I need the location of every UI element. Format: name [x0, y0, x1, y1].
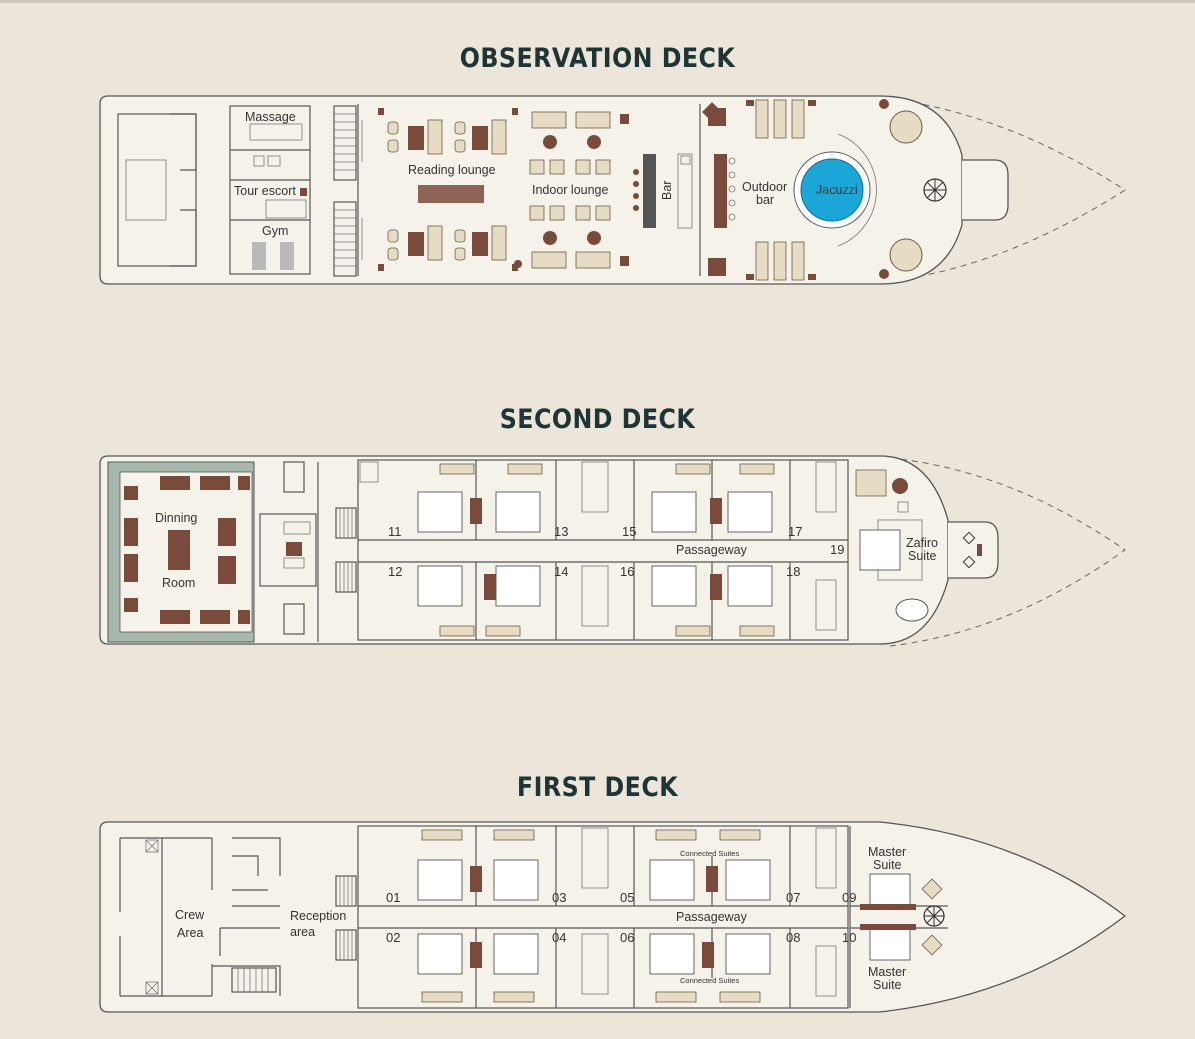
master-suite-label-bottom-2: Suite: [873, 978, 902, 992]
crew-label-2: Area: [177, 926, 203, 940]
gym-machine-2: [280, 242, 294, 270]
first-hull: [99, 821, 1127, 1013]
cabin-10: 10: [842, 930, 856, 945]
cabin-04: 04: [552, 930, 566, 945]
first-stairs-top: [335, 875, 357, 907]
bow-ornament-icon: [962, 531, 982, 569]
cabin-03: 03: [552, 890, 566, 905]
first-stairs-bottom: [335, 929, 357, 961]
second-deck-title: SECOND DECK: [499, 404, 696, 435]
first-passageway-label: Passageway: [676, 910, 748, 924]
room-label: Room: [162, 576, 195, 590]
reading-lounge-furniture: [378, 108, 518, 271]
service-room: [259, 513, 317, 587]
crew-label-1: Crew: [175, 908, 205, 922]
second-bow-protrusion: [948, 521, 999, 579]
washroom-bottom: [283, 603, 305, 635]
outdoor-bar-label-1: Outdoor: [742, 180, 787, 194]
cabin-16: 16: [620, 564, 634, 579]
reception-label-1: Reception: [290, 909, 346, 923]
cabin-13: 13: [554, 524, 568, 539]
master-suite-label-top-2: Suite: [873, 858, 902, 872]
first-deck-title: FIRST DECK: [516, 772, 679, 803]
cabin-14: 14: [554, 564, 568, 579]
connected-suites-label-top: Connected Suites: [680, 849, 739, 858]
master-suite-label-top-1: Master: [868, 845, 906, 859]
observation-deck-plan: Massage Tour escort Gym: [99, 95, 1126, 285]
zafiro-bathtub: [895, 598, 929, 622]
wellness-block: [229, 105, 311, 275]
sun-loungers-top: [746, 99, 816, 139]
first-cabins-lower: [417, 928, 837, 1008]
cabin-block: [357, 459, 849, 641]
cabin-02: 02: [386, 930, 400, 945]
cabin-01: 01: [386, 890, 400, 905]
first-cabins-upper: [417, 826, 837, 906]
bow-chair-top: [889, 110, 923, 144]
washroom-top: [283, 461, 305, 493]
massage-label: Massage: [245, 110, 296, 124]
cabin-17: 17: [788, 524, 802, 539]
jacuzzi-deck-arc: [837, 133, 877, 247]
cabin-15: 15: [622, 524, 636, 539]
indoor-lounge-furniture: [514, 111, 639, 269]
outdoor-bar-label-2: bar: [756, 193, 774, 207]
stern-structure: [117, 113, 197, 267]
indoor-lounge-label: Indoor lounge: [532, 183, 609, 197]
crew-area: [119, 837, 281, 997]
zafiro-suite-bed: [859, 529, 901, 571]
outdoor-table-bottom: [708, 258, 726, 276]
cabin-09: 09: [842, 890, 856, 905]
cabin-19: 19: [830, 542, 844, 557]
stairs-upper: [333, 105, 357, 181]
bow-protrusion: [962, 159, 1009, 221]
reception-label-2: area: [290, 925, 315, 939]
ship-wheel-icon: [923, 178, 947, 202]
dinning-label: Dinning: [155, 511, 197, 525]
zafiro-sofa: [855, 469, 887, 497]
cabins-upper: [359, 460, 837, 540]
cabin-18: 18: [786, 564, 800, 579]
outdoor-bar-counter: [714, 154, 727, 228]
zafiro-label-1: Zafiro: [906, 536, 938, 550]
jacuzzi-label: Jacuzzi: [816, 183, 858, 197]
cabin-05: 05: [620, 890, 634, 905]
master-suite-bed-bottom: [869, 927, 911, 961]
gym-machine-1: [252, 242, 266, 270]
observation-hull: [99, 95, 963, 285]
bow-chair-bottom: [889, 238, 923, 272]
jacuzzi-pool: [800, 158, 864, 222]
reading-lounge-label: Reading lounge: [408, 163, 496, 177]
cabin-07: 07: [786, 890, 800, 905]
cabin-08: 08: [786, 930, 800, 945]
top-divider: [0, 0, 1195, 3]
connected-suites-label-bottom: Connected Suites: [680, 976, 739, 985]
second-stairs-bottom: [335, 561, 357, 593]
second-stairs-top: [335, 507, 357, 539]
second-passageway-label: Passageway: [676, 543, 748, 557]
tour-escort-label: Tour escort: [234, 184, 296, 198]
sun-loungers-bottom: [746, 241, 816, 281]
master-suite-label-bottom-1: Master: [868, 965, 906, 979]
bow-outline-dashed: [879, 97, 1126, 283]
cabin-11: 11: [388, 524, 402, 539]
bar-label: Bar: [660, 181, 674, 200]
cabins-lower: [417, 562, 837, 640]
second-deck-plan: Dinning Room 11 13: [99, 455, 1126, 647]
first-deck-plan: Crew Area Reception area Connected Suite…: [99, 821, 1127, 1013]
bar-counter: [643, 154, 656, 228]
zafiro-label-2: Suite: [908, 549, 937, 563]
master-suite-bed-top: [869, 873, 911, 907]
cabin-06: 06: [620, 930, 634, 945]
tour-escort-bed: [265, 199, 307, 219]
second-bow-outline-dashed: [889, 457, 1126, 647]
dining-tables: [124, 476, 250, 624]
stairs-lower: [333, 201, 357, 277]
gym-label: Gym: [262, 224, 288, 238]
observation-deck-title: OBSERVATION DECK: [459, 43, 736, 74]
massage-table: [249, 123, 303, 141]
cabin-12: 12: [388, 564, 402, 579]
first-cabin-block: [357, 825, 849, 1009]
first-ship-wheel-icon: [923, 905, 945, 927]
